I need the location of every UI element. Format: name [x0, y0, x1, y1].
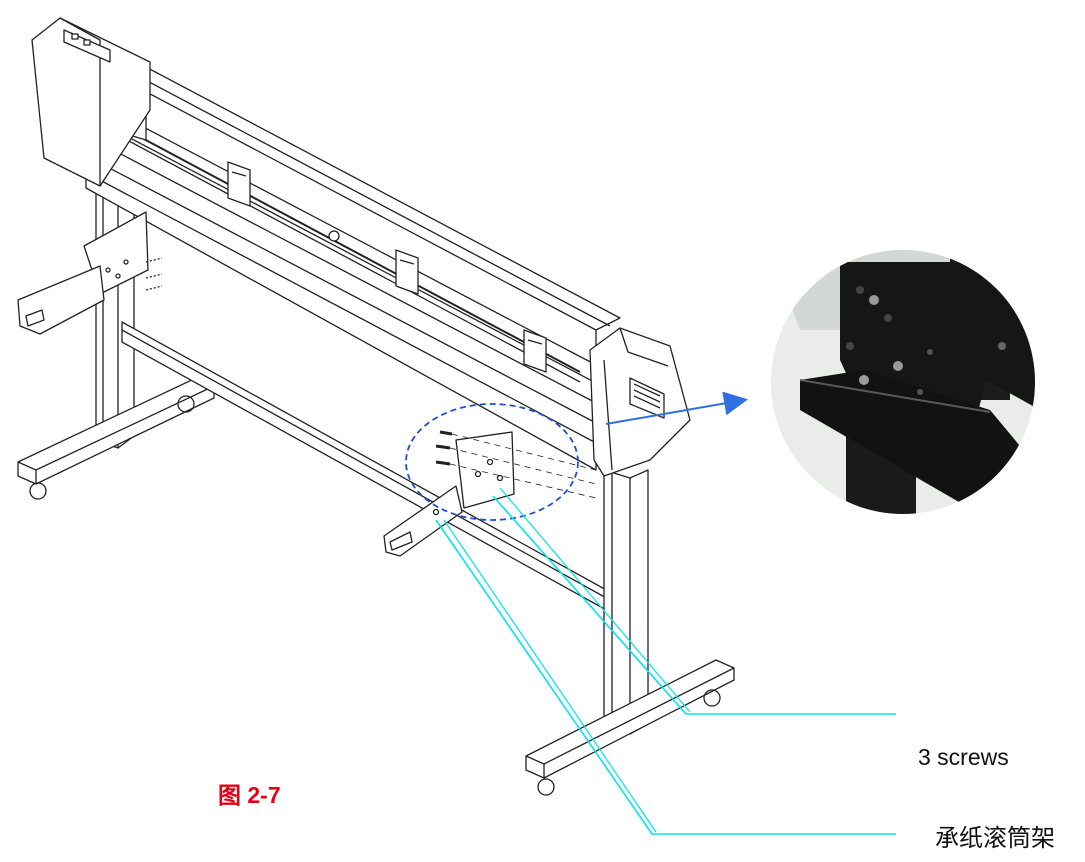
- left-roll-holder: [17, 211, 163, 335]
- leader-line-screws: [492, 495, 896, 715]
- left-end-cap: [31, 17, 151, 187]
- pinch-roller-2: [227, 161, 251, 207]
- zoom-area-circle: [405, 403, 579, 521]
- zoom-arrow: [605, 391, 748, 425]
- exploded-screws: [435, 430, 597, 499]
- right-leg: [603, 469, 649, 735]
- bracket-closeup-photo: [771, 250, 1035, 514]
- figure-caption: 图 2-7: [218, 782, 281, 808]
- right-end-cap: [589, 327, 691, 477]
- pinch-roller-3: [395, 249, 419, 295]
- right-roll-holder: [383, 431, 515, 557]
- plotter-line-art: [17, 17, 735, 796]
- screws-callout-label: 3 screws: [918, 744, 1009, 770]
- pinch-roller-4: [523, 329, 547, 373]
- roll-holder-callout-label: 承纸滚筒架: [935, 824, 1055, 852]
- leader-line-roll-holder: [435, 519, 896, 835]
- right-foot: [525, 659, 735, 796]
- left-leg: [95, 180, 135, 449]
- plotter-body: [85, 47, 621, 471]
